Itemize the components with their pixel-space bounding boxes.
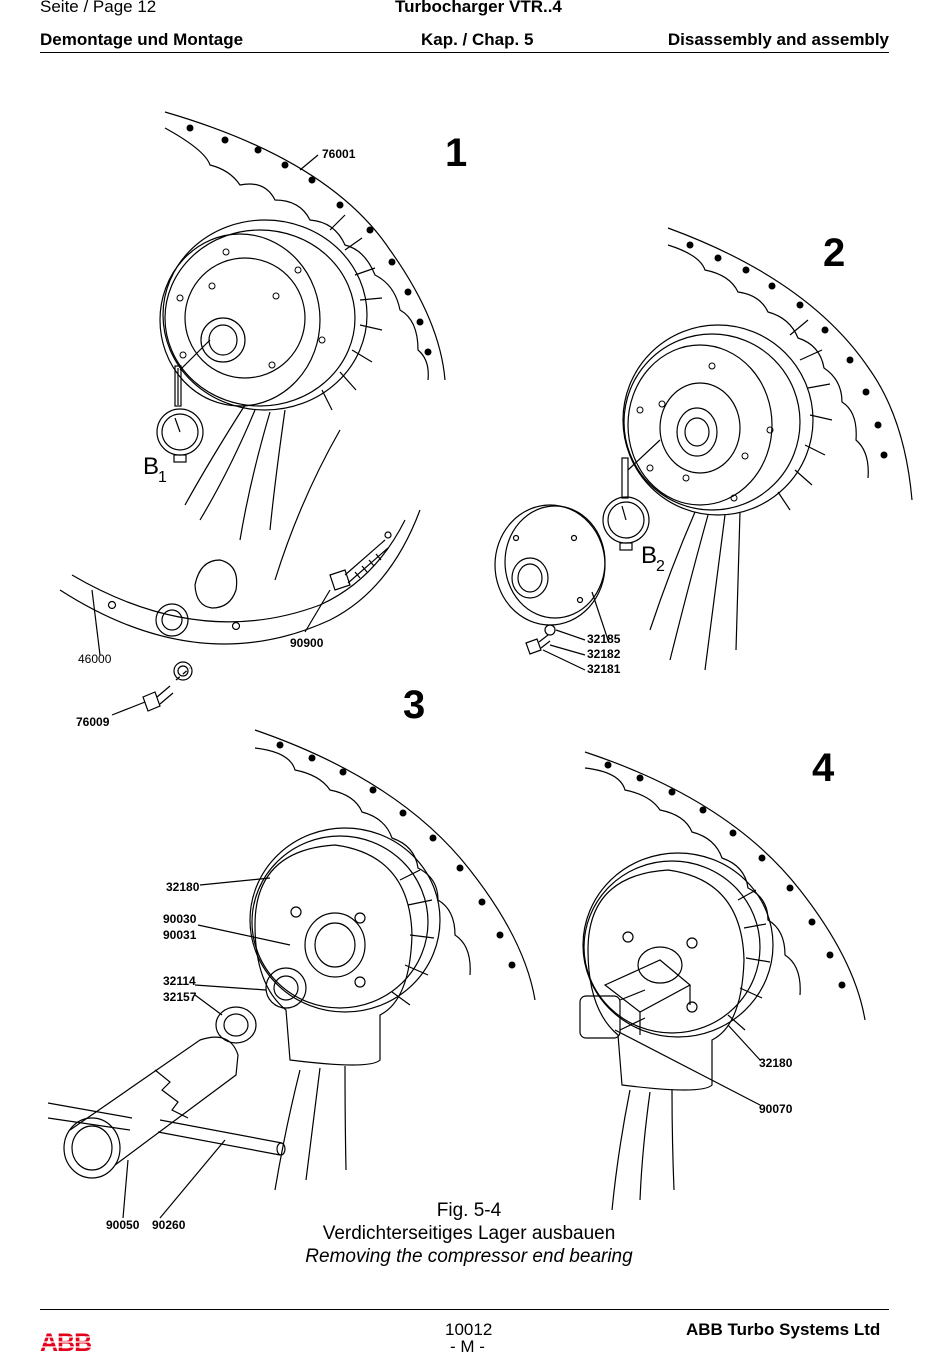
figure-number: Fig. 5-4 (436, 1200, 502, 1221)
section-title-de: Demontage und Montage (40, 30, 244, 49)
part-label-32181: 32181 (587, 662, 621, 676)
abb-logo: ABB (40, 1330, 100, 1354)
document-title: Turbocharger VTR..4 (395, 0, 562, 16)
part-label-76009: 76009 (76, 715, 110, 729)
panel-3-illustration (47, 729, 536, 1219)
part-label-90031: 90031 (163, 928, 197, 942)
part-label-90050: 90050 (106, 1218, 140, 1232)
part-label-32185: 32185 (587, 632, 621, 646)
figure-title-de: Verdichterseitiges Lager ausbauen (322, 1223, 616, 1244)
step-number-3: 3 (403, 683, 425, 727)
part-label-90260: 90260 (152, 1218, 186, 1232)
gauge-label-b2: B (641, 542, 657, 569)
part-label-90900: 90900 (290, 636, 324, 650)
gauge-label-b2-subscript: 2 (656, 558, 665, 575)
part-label-32114: 32114 (163, 974, 196, 988)
panel-1-illustration (59, 111, 446, 716)
panel-2-illustration (494, 227, 913, 671)
part-label-76001: 76001 (322, 147, 356, 161)
figure-title-en: Removing the compressor end bearing (305, 1246, 633, 1267)
document-number: 10012 (445, 1320, 493, 1339)
section-title-en: Disassembly and assembly (667, 30, 889, 49)
company-name: ABB Turbo Systems Ltd (686, 1320, 881, 1339)
revision-label: - M - (450, 1337, 485, 1356)
step-number-2: 2 (823, 231, 845, 275)
part-label-32180: 32180 (166, 880, 200, 894)
page-number: Seite / Page 12 (40, 0, 157, 16)
footer-rule (40, 1309, 889, 1310)
part-label-32182: 32182 (587, 647, 621, 661)
step-number-1: 1 (445, 131, 467, 175)
part-label-46000: 46000 (78, 652, 112, 666)
gauge-label-b1: B (143, 453, 159, 480)
gauge-label-b1-subscript: 1 (158, 469, 167, 486)
panel-4-illustration (579, 751, 866, 1211)
header-rule (40, 52, 889, 53)
part-label-32180: 32180 (759, 1056, 793, 1070)
part-label-90030: 90030 (163, 912, 197, 926)
chapter-label: Kap. / Chap. 5 (421, 30, 534, 49)
part-label-90070: 90070 (759, 1102, 793, 1116)
part-label-32157: 32157 (163, 990, 197, 1004)
step-number-4: 4 (812, 746, 835, 790)
